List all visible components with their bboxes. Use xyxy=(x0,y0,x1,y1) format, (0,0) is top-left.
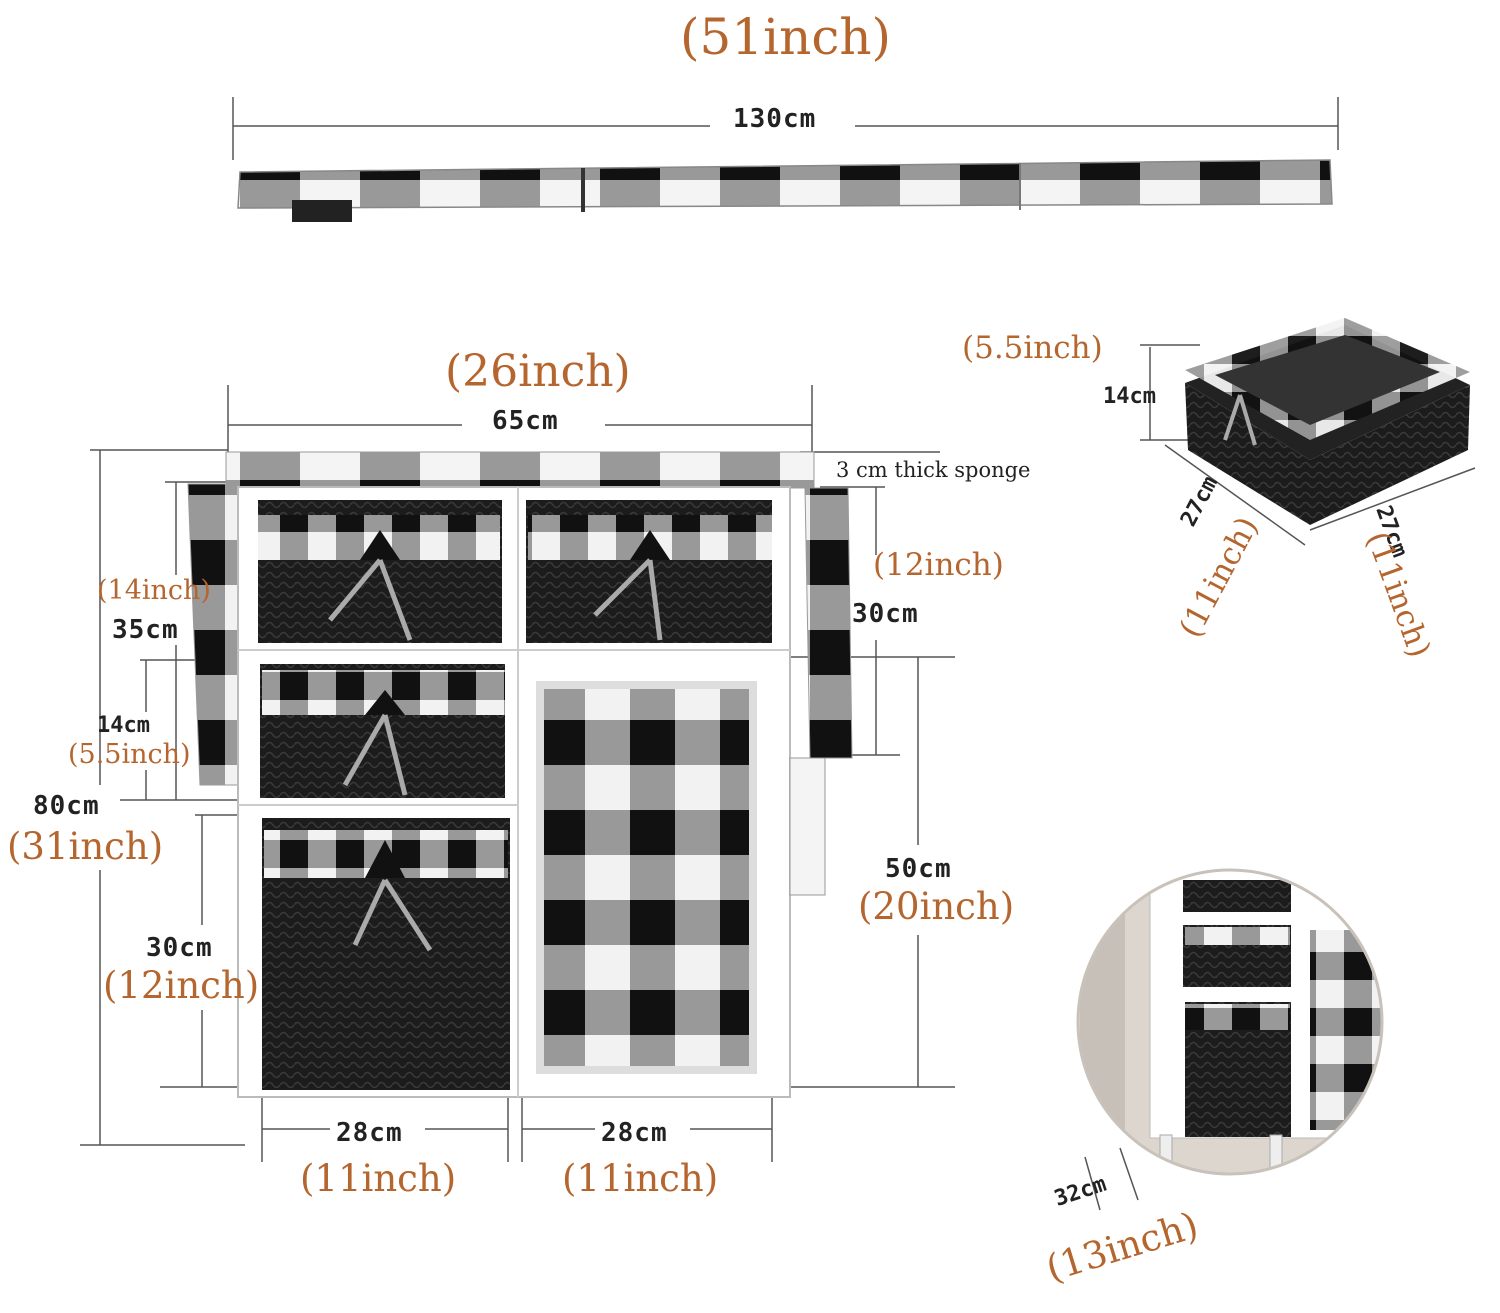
top-section-cm: 35cm xyxy=(112,615,179,645)
cabinet-width-inch: (26inch) xyxy=(445,346,631,397)
left-width-cm: 28cm xyxy=(336,1118,403,1148)
board-drop-cm: 30cm xyxy=(852,599,919,629)
detail-circle xyxy=(1076,868,1384,1211)
board-drop-inch: (12inch) xyxy=(873,547,1004,583)
top-ironing-board xyxy=(232,97,1339,222)
sponge-thickness-note: 3 cm thick sponge xyxy=(836,458,1031,482)
cabinet-width-cm: 65cm xyxy=(492,406,559,436)
top-board-width-cm: 130cm xyxy=(733,104,817,134)
total-height-inch: (31inch) xyxy=(7,825,164,868)
cabinet-dimension-lines xyxy=(80,385,955,1162)
large-basket-height-cm: 30cm xyxy=(146,933,213,963)
door-height-cm: 50cm xyxy=(885,854,952,884)
drawer-height-cm: 14cm xyxy=(97,713,150,738)
left-width-inch: (11inch) xyxy=(300,1157,457,1200)
basket-height-cm: 14cm xyxy=(1103,384,1156,409)
basket-height-inch: (5.5inch) xyxy=(962,330,1103,366)
drawer-height-inch: (5.5inch) xyxy=(68,739,191,770)
right-width-cm: 28cm xyxy=(601,1118,668,1148)
right-width-inch: (11inch) xyxy=(562,1157,719,1200)
total-height-cm: 80cm xyxy=(33,791,100,821)
door-height-inch: (20inch) xyxy=(858,885,1015,928)
top-board-width-inch: (51inch) xyxy=(680,8,892,66)
top-section-inch: (14inch) xyxy=(97,575,211,606)
large-basket-height-inch: (12inch) xyxy=(103,964,260,1007)
basket-illustration xyxy=(1140,318,1476,546)
cabinet-illustration xyxy=(187,451,853,1098)
